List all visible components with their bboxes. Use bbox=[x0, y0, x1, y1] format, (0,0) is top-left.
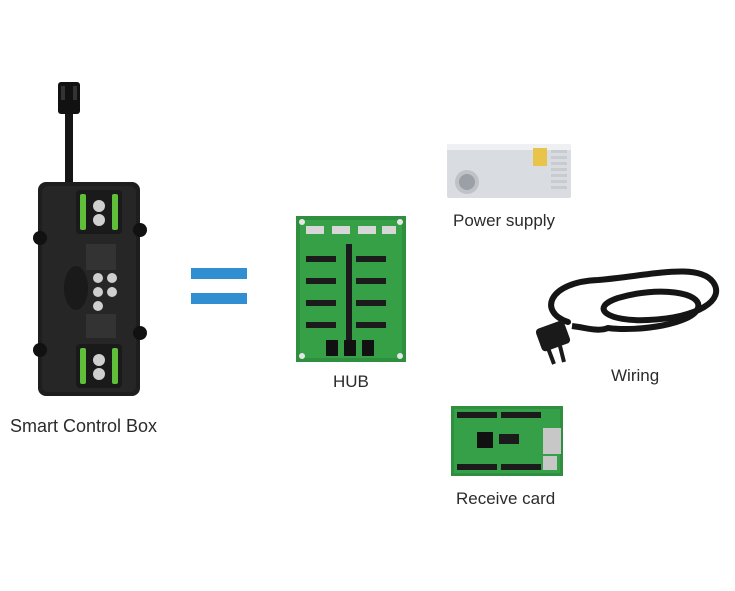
wiring-label: Wiring bbox=[611, 366, 660, 385]
wiring-cable-image bbox=[528, 252, 724, 370]
receive-card-image bbox=[451, 406, 563, 476]
control-box-label: Smart Control Box bbox=[10, 416, 158, 436]
hub-board-image bbox=[296, 216, 406, 362]
equals-sign-icon bbox=[191, 268, 247, 306]
smart-control-box-image bbox=[30, 78, 165, 400]
hub-label: HUB bbox=[333, 372, 369, 391]
power-supply-label: Power supply bbox=[453, 211, 556, 230]
power-supply-image bbox=[447, 138, 571, 204]
receive-card-label: Receive card bbox=[456, 489, 556, 508]
